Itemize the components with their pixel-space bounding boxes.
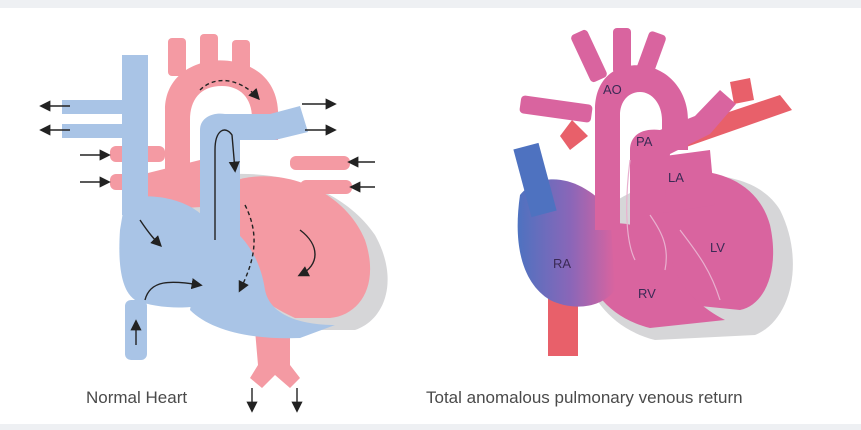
tapvr-vessel-left bbox=[560, 120, 588, 150]
normal-heart-caption: Normal Heart bbox=[86, 388, 187, 408]
tapvr-aorta-branch-2 bbox=[613, 28, 631, 74]
tapvr-heart-caption: Total anomalous pulmonary venous return bbox=[426, 388, 743, 408]
svc-branch-lower bbox=[62, 124, 128, 138]
aorta-branch-1 bbox=[168, 38, 186, 76]
normal-heart-illustration bbox=[0, 0, 420, 430]
tapvr-heart-illustration bbox=[420, 0, 861, 430]
label-ra: RA bbox=[553, 256, 571, 271]
normal-heart-panel: Normal Heart bbox=[0, 0, 420, 430]
aorta-branch-2 bbox=[200, 34, 218, 68]
label-ao: AO bbox=[603, 82, 622, 97]
label-rv: RV bbox=[638, 286, 656, 301]
tapvr-heart-panel: AO PA LA RA RV LV Total anomalous pulmon… bbox=[420, 0, 861, 430]
label-la: LA bbox=[668, 170, 684, 185]
tapvr-pulmonary-vein-stub bbox=[730, 78, 754, 104]
label-pa: PA bbox=[636, 134, 652, 149]
label-lv: LV bbox=[710, 240, 725, 255]
aorta-branch-3 bbox=[232, 40, 250, 72]
tapvr-aorta-branch-3 bbox=[635, 30, 667, 78]
tapvr-aorta-branch-1 bbox=[570, 29, 608, 84]
pulmonary-vein-right-upper bbox=[290, 156, 350, 170]
pulmonary-vein-right-lower bbox=[300, 180, 352, 194]
svc-branch-upper bbox=[62, 100, 128, 114]
descending-aorta bbox=[250, 330, 300, 388]
tapvr-aorta-branch-4 bbox=[519, 95, 593, 123]
